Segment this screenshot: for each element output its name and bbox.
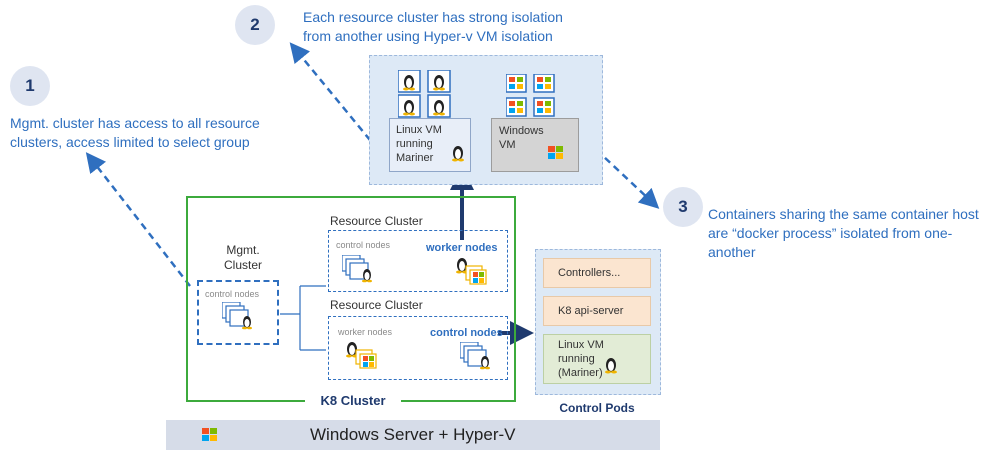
windows-icon [548, 146, 563, 159]
rc1-control-nodes-label: control nodes [336, 240, 391, 250]
callout-1-number: 1 [10, 66, 50, 106]
pod-controllers: Controllers... [543, 258, 651, 288]
rc1-worker-nodes-label: worker nodes [426, 242, 498, 254]
windows-icon [506, 74, 527, 93]
linux-icon [427, 70, 451, 93]
linux-icon [427, 94, 451, 118]
callout-3-text: Containers sharing the same container ho… [708, 206, 979, 260]
linux-vm-label: Linux VM running Mariner [396, 124, 442, 164]
mgmt-cluster-box [197, 280, 279, 345]
pod-linux-vm: Linux VM running (Mariner) [543, 334, 651, 384]
node-stack-icon [460, 342, 490, 370]
windows-icon [533, 97, 555, 117]
resource-cluster-2-title: Resource Cluster [330, 298, 423, 312]
windows-icon [202, 428, 217, 441]
worker-node-icon [456, 258, 487, 285]
node-stack-icon [342, 255, 372, 283]
control-pods-title: Control Pods [559, 401, 635, 415]
rc2-control-nodes-label: control nodes [430, 327, 503, 339]
linux-vm-box [389, 118, 471, 172]
pod-linux-vm-label: Linux VM running (Mariner) [558, 339, 604, 379]
linux-icon [398, 70, 421, 93]
windows-vm-icons [506, 74, 555, 117]
footer-bar [166, 420, 660, 450]
footer-text: Windows Server + Hyper-V [310, 425, 516, 444]
worker-node-icon [346, 342, 377, 369]
resource-cluster-2-box [328, 316, 508, 380]
callout-3-number: 3 [663, 187, 703, 227]
callout-1-text: Mgmt. cluster has access to all resource… [10, 115, 260, 150]
callout-2-number: 2 [235, 5, 275, 45]
rc2-worker-nodes-label: worker nodes [338, 327, 393, 337]
mgmt-cluster-label: Mgmt. Cluster [223, 243, 262, 272]
resource-cluster-1-title: Resource Cluster [330, 214, 423, 228]
linux-icon [452, 146, 464, 162]
windows-icon [533, 74, 555, 93]
linux-icon [605, 358, 617, 374]
k8-cluster-title: K8 Cluster [305, 393, 401, 408]
mgmt-control-nodes-label: control nodes [205, 289, 260, 299]
linux-vm-icons [398, 70, 451, 118]
arrow-to-callout-1 [85, 152, 191, 287]
linux-icon [398, 94, 421, 118]
windows-vm-label: Windows VM [499, 125, 544, 151]
windows-icon [506, 97, 527, 117]
windows-vm-box [491, 118, 579, 172]
mgmt-connector [280, 285, 326, 351]
pod-api-server: K8 api-server [543, 296, 651, 326]
callout-2-text: Each resource cluster has strong isolati… [303, 9, 563, 44]
node-stack-icon [222, 302, 252, 330]
resource-cluster-1-box [328, 230, 508, 292]
